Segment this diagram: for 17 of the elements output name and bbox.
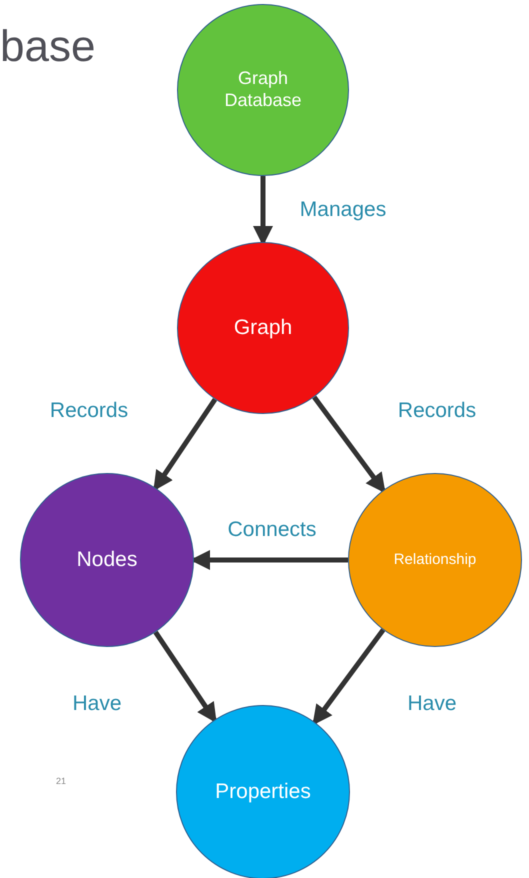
circle-node: Graph Database [177,4,349,176]
circle-node: Graph [177,242,349,414]
edge-label: Manages [300,198,386,222]
edge-label: Records [398,399,476,423]
edge-label: Records [50,399,128,423]
arrow [153,398,218,492]
edge-label: Connects [228,518,316,542]
arrow [312,396,386,494]
circle-node: Properties [176,705,350,878]
page-number: 21 [56,776,66,786]
slide-title: base [0,22,96,72]
circle-node: Nodes [20,473,194,647]
edge-label: Have [72,692,122,716]
edge-label: Have [407,692,457,716]
circle-node: Relationship [348,473,522,647]
arrow [153,630,217,724]
arrow [312,628,386,726]
